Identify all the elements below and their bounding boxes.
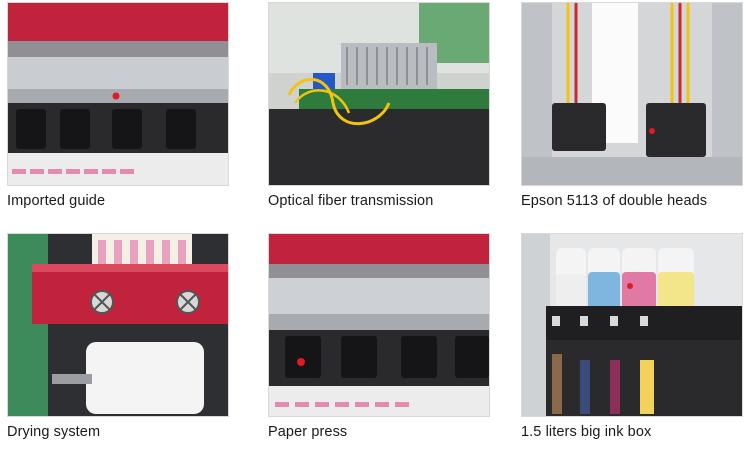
feature-caption: Paper press [268,424,348,440]
feature-caption: Epson 5113 of double heads [521,193,708,209]
feature-caption: Optical fiber transmission [268,193,434,209]
feature-caption: Drying system [7,424,101,440]
drying-system-photo [7,233,229,417]
feature-caption: 1.5 liters big ink box [521,424,652,440]
optical-fiber-photo [268,2,490,186]
ink-box-photo [521,233,743,417]
paper-press-photo [268,233,490,417]
imported-guide-photo [7,2,229,186]
double-heads-photo [521,2,743,186]
feature-caption: Imported guide [7,193,106,209]
